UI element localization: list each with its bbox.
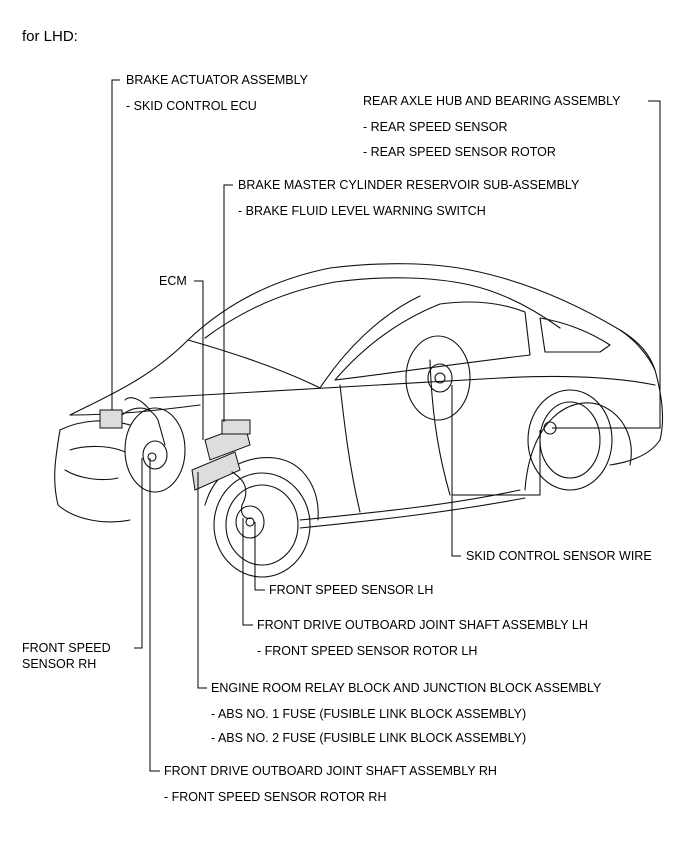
master-cylinder-reservoir <box>221 419 251 435</box>
label-abs-no1-fuse: - ABS NO. 1 FUSE (FUSIBLE LINK BLOCK ASS… <box>211 707 527 721</box>
front-left-wheel <box>213 472 311 578</box>
rear-left-wheel <box>527 389 613 491</box>
label-front-speed-sensor-rh-line1: FRONT SPEED <box>22 641 111 655</box>
label-front-speed-sensor-rotor-lh: - FRONT SPEED SENSOR ROTOR LH <box>257 644 478 658</box>
label-engine-room-relay-block: ENGINE ROOM RELAY BLOCK AND JUNCTION BLO… <box>211 681 602 695</box>
label-master-cylinder-reservoir: BRAKE MASTER CYLINDER RESERVOIR SUB-ASSE… <box>238 178 580 192</box>
label-ecm: ECM <box>159 274 187 288</box>
label-skid-control-sensor-wire: SKID CONTROL SENSOR WIRE <box>466 549 652 563</box>
label-rear-axle-hub: REAR AXLE HUB AND BEARING ASSEMBLY <box>363 94 621 108</box>
car-body-drawing <box>54 263 664 529</box>
label-brake-fluid-level-switch: - BRAKE FLUID LEVEL WARNING SWITCH <box>238 204 486 218</box>
label-skid-control-ecu: - SKID CONTROL ECU <box>126 99 257 113</box>
label-front-drive-shaft-lh: FRONT DRIVE OUTBOARD JOINT SHAFT ASSEMBL… <box>257 618 588 632</box>
page-header: for LHD: <box>22 28 78 45</box>
label-front-speed-sensor-lh: FRONT SPEED SENSOR LH <box>269 583 434 597</box>
label-front-speed-sensor-rh-line2: SENSOR RH <box>22 657 97 671</box>
brake-actuator <box>99 397 166 446</box>
rear-right-brake-disc <box>405 335 471 421</box>
label-brake-actuator-assembly: BRAKE ACTUATOR ASSEMBLY <box>126 73 309 87</box>
label-front-speed-sensor-rotor-rh: - FRONT SPEED SENSOR ROTOR RH <box>164 790 387 804</box>
label-rear-speed-sensor-rotor: - REAR SPEED SENSOR ROTOR <box>363 145 556 159</box>
front-speed-sensor-lh-wire <box>231 471 253 519</box>
leader-lines <box>111 79 661 772</box>
label-rear-speed-sensor: - REAR SPEED SENSOR <box>363 120 508 134</box>
label-front-drive-shaft-rh: FRONT DRIVE OUTBOARD JOINT SHAFT ASSEMBL… <box>164 764 497 778</box>
label-abs-no2-fuse: - ABS NO. 2 FUSE (FUSIBLE LINK BLOCK ASS… <box>211 731 527 745</box>
front-right-brake-disc <box>124 407 186 493</box>
